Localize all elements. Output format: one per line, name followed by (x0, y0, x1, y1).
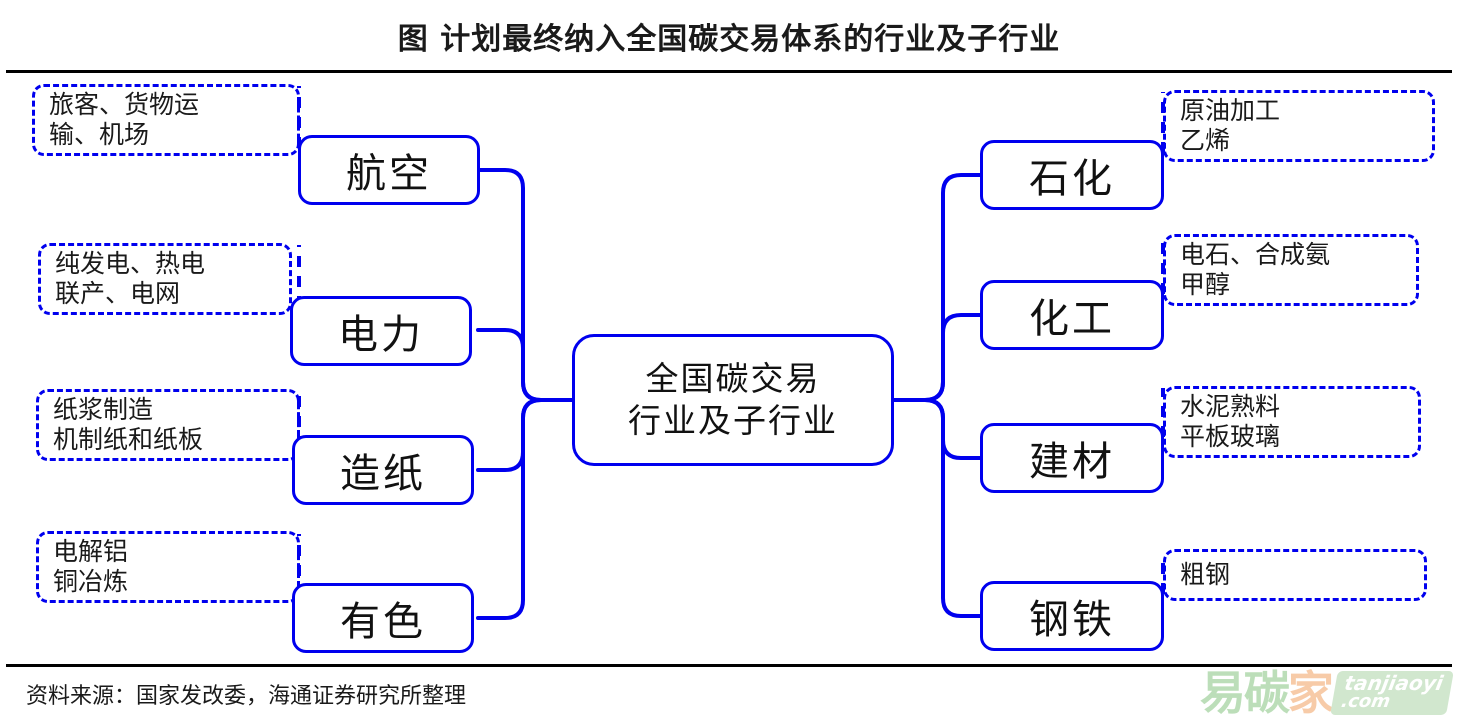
industry-node-chemical[interactable]: 化工 (980, 280, 1164, 350)
subsector-box-steel: 粗钢 (1163, 549, 1427, 601)
center-node[interactable]: 全国碳交易 行业及子行业 (572, 334, 894, 466)
subsector-box-nonferrous: 电解铝 铜冶炼 (36, 531, 300, 603)
watermark-char-yi: 易 (1199, 666, 1246, 720)
industry-node-nonferrous[interactable]: 有色 (292, 583, 474, 653)
subsector-line: 输、机场 (49, 120, 150, 149)
center-node-line2: 行业及子行业 (628, 401, 838, 440)
industry-label: 钢铁 (1029, 597, 1115, 643)
industry-label: 有色 (340, 599, 426, 645)
industry-node-building-materials[interactable]: 建材 (980, 423, 1164, 493)
industry-label: 石化 (1029, 156, 1115, 202)
subsector-line: 水泥熟料 (1180, 392, 1281, 421)
watermark-logo: 易 碳 家 tanjiaoyi .com (1199, 662, 1454, 724)
industry-node-power[interactable]: 电力 (290, 296, 472, 366)
subsector-line: 原油加工 (1180, 96, 1281, 125)
top-divider (6, 70, 1452, 73)
subsector-line: 旅客、货物运 (49, 90, 200, 119)
subsector-box-aviation: 旅客、货物运 输、机场 (32, 84, 300, 156)
watermark-domain: tanjiaoyi .com (1330, 671, 1454, 715)
source-note: 资料来源：国家发改委，海通证券研究所整理 (26, 684, 467, 709)
industry-node-petrochemical[interactable]: 石化 (980, 140, 1164, 210)
watermark-domain-line2: .com (1339, 691, 1392, 713)
watermark-char-tan: 碳 (1243, 666, 1290, 720)
subsector-line: 平板玻璃 (1180, 422, 1281, 451)
page-title: 图 计划最终纳入全国碳交易体系的行业及子行业 (397, 22, 1061, 57)
bottom-divider (6, 664, 1452, 667)
subsector-line: 机制纸和纸板 (53, 425, 204, 454)
subsector-box-chemical: 电石、合成氨 甲醇 (1163, 234, 1419, 306)
subsector-box-power: 纯发电、热电 联产、电网 (38, 243, 292, 315)
industry-label: 建材 (1029, 439, 1115, 485)
industry-node-steel[interactable]: 钢铁 (980, 581, 1164, 651)
center-node-line1: 全国碳交易 (645, 358, 821, 398)
subsector-line: 电石、合成氨 (1180, 240, 1331, 269)
subsector-box-building-materials: 水泥熟料 平板玻璃 (1163, 386, 1421, 458)
subsector-line: 乙烯 (1180, 126, 1231, 155)
industry-label: 电力 (338, 312, 424, 358)
subsector-box-petrochemical: 原油加工 乙烯 (1163, 90, 1435, 162)
subsector-line: 纸浆制造 (53, 395, 154, 424)
industry-node-aviation[interactable]: 航空 (298, 135, 480, 205)
industry-label: 造纸 (340, 451, 426, 497)
subsector-line: 粗钢 (1180, 560, 1231, 589)
watermark-char-jia: 家 (1287, 666, 1334, 720)
industry-label: 航空 (346, 151, 432, 197)
industry-node-paper[interactable]: 造纸 (292, 435, 474, 505)
subsector-line: 铜冶炼 (53, 567, 129, 596)
subsector-line: 电解铝 (53, 537, 129, 566)
subsector-box-paper: 纸浆制造 机制纸和纸板 (36, 389, 300, 461)
industry-label: 化工 (1029, 296, 1115, 342)
subsector-line: 甲醇 (1180, 270, 1231, 299)
subsector-line: 纯发电、热电 (55, 249, 206, 278)
subsector-line: 联产、电网 (55, 279, 181, 308)
